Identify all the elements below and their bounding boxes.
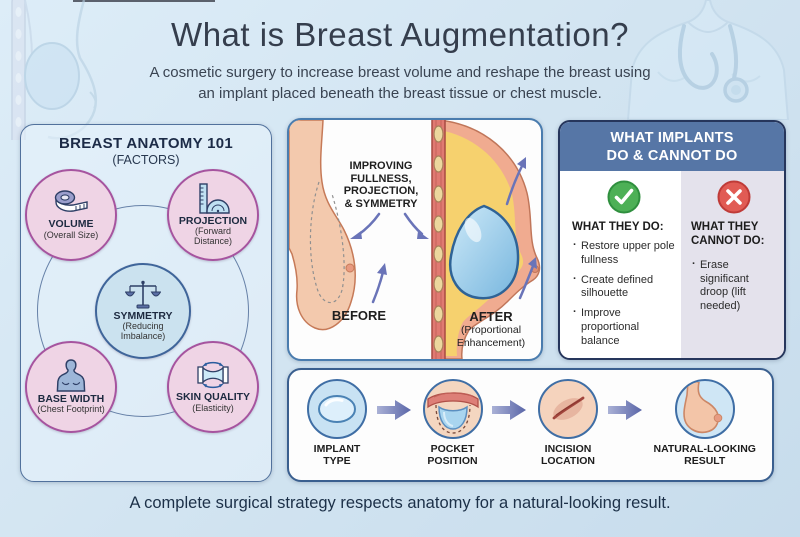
balance-scale-icon — [125, 280, 161, 309]
factor-sublabel: (Forward Distance) — [193, 226, 232, 247]
connector-ring — [37, 205, 249, 417]
before-after-caption: IMPROVING FULLNESS, PROJECTION, & SYMMET… — [343, 160, 419, 210]
do-column: WHAT THEY DO: Restore upper pole fullnes… — [560, 171, 681, 358]
breast-result-icon — [682, 382, 723, 434]
implants-panel: WHAT IMPLANTS DO & CANNOT DO WHAT THEY D… — [558, 120, 786, 360]
pocket-icon — [426, 392, 479, 434]
step-circle — [307, 379, 367, 439]
step-incision-location: INCISION LOCATION — [538, 379, 598, 467]
do-title: WHAT THEY DO: — [572, 221, 664, 234]
step-circle — [422, 379, 483, 439]
arrow-right-icon — [376, 400, 411, 420]
tape-measure-icon — [54, 190, 88, 213]
torso-icon — [56, 359, 86, 392]
implant-icon — [318, 395, 356, 423]
step-natural-result: NATURAL-LOOKING RESULT — [654, 379, 756, 467]
after-label-group: AFTER (Proportional Enhancement) — [439, 309, 541, 349]
factor-skin-quality: SKIN QUALITY (Elasticity) — [167, 341, 259, 433]
step-pocket-position: POCKET POSITION — [422, 379, 483, 468]
do-item: Create defined silhouette — [572, 273, 677, 302]
cannot-column: WHAT THEY CANNOT DO: Erase significant d… — [680, 171, 784, 358]
skin-stretch-icon — [197, 362, 229, 389]
footer-caption: A complete surgical strategy respects an… — [129, 494, 671, 512]
step-implant-type: IMPLANT TYPE — [307, 379, 367, 467]
factor-symmetry: SYMMETRY (Reducing Imbalance) — [95, 263, 191, 359]
anatomy-subtitle: (FACTORS) — [112, 153, 180, 167]
before-label: BEFORE — [331, 308, 387, 323]
cannot-list: Erase significant droop (lift needed) — [691, 258, 778, 320]
implants-panel-header: WHAT IMPLANTS DO & CANNOT DO — [560, 122, 784, 172]
factor-label: PROJECTION — [178, 214, 248, 227]
check-circle-icon — [607, 180, 641, 214]
step-label: NATURAL-LOOKING RESULT — [653, 443, 756, 468]
factor-label: BASE WIDTH — [37, 392, 105, 405]
anatomy-panel: BREAST ANATOMY 101 (FACTORS) VOLUME (Ove… — [20, 124, 272, 482]
anatomy-title: BREAST ANATOMY 101 — [58, 135, 234, 152]
do-item: Restore upper pole fullness — [572, 239, 677, 268]
page-title: What is Breast Augmentation? — [171, 16, 629, 53]
arrow-right-icon — [607, 400, 642, 420]
factor-volume: VOLUME (Overall Size) — [25, 169, 117, 261]
ruler-protractor-icon — [199, 183, 230, 214]
step-label: INCISION LOCATION — [540, 443, 596, 468]
factor-projection: PROJECTION (Forward Distance) — [167, 169, 259, 261]
factor-base-width: BASE WIDTH (Chest Footprint) — [25, 341, 117, 433]
factor-sublabel: (Overall Size) — [43, 229, 99, 240]
top-edge-line — [73, 0, 215, 2]
cannot-item: Erase significant droop (lift needed) — [691, 258, 778, 314]
implants-panel-body: WHAT THEY DO: Restore upper pole fullnes… — [560, 171, 784, 358]
cannot-title: WHAT THEY CANNOT DO: — [690, 221, 765, 248]
factor-sublabel: (Reducing Imbalance) — [120, 321, 166, 342]
process-panel: IMPLANT TYPE POCKET POSITION — [287, 368, 774, 482]
factor-sublabel: (Elasticity) — [192, 402, 234, 413]
step-circle — [674, 379, 735, 439]
do-list: Restore upper pole fullness Create defin… — [572, 239, 677, 354]
factor-label: VOLUME — [48, 218, 94, 231]
after-label: AFTER — [469, 309, 513, 324]
x-circle-icon — [717, 180, 751, 214]
factor-label: SKIN QUALITY — [175, 391, 251, 404]
step-label: IMPLANT TYPE — [313, 443, 361, 468]
before-after-panel: IMPROVING FULLNESS, PROJECTION, & SYMMET… — [287, 118, 543, 361]
before-after-illustration — [289, 120, 541, 359]
incision-icon — [552, 396, 585, 420]
arrow-right-icon — [492, 400, 527, 420]
do-item: Improve proportional balance — [572, 306, 677, 348]
factor-sublabel: (Chest Footprint) — [37, 404, 105, 415]
factor-label: SYMMETRY — [113, 309, 173, 322]
after-sublabel: (Proportional Enhancement) — [456, 324, 526, 349]
step-label: POCKET POSITION — [427, 443, 478, 468]
page-subtitle: A cosmetic surgery to increase breast vo… — [149, 64, 651, 102]
step-circle — [538, 379, 598, 439]
